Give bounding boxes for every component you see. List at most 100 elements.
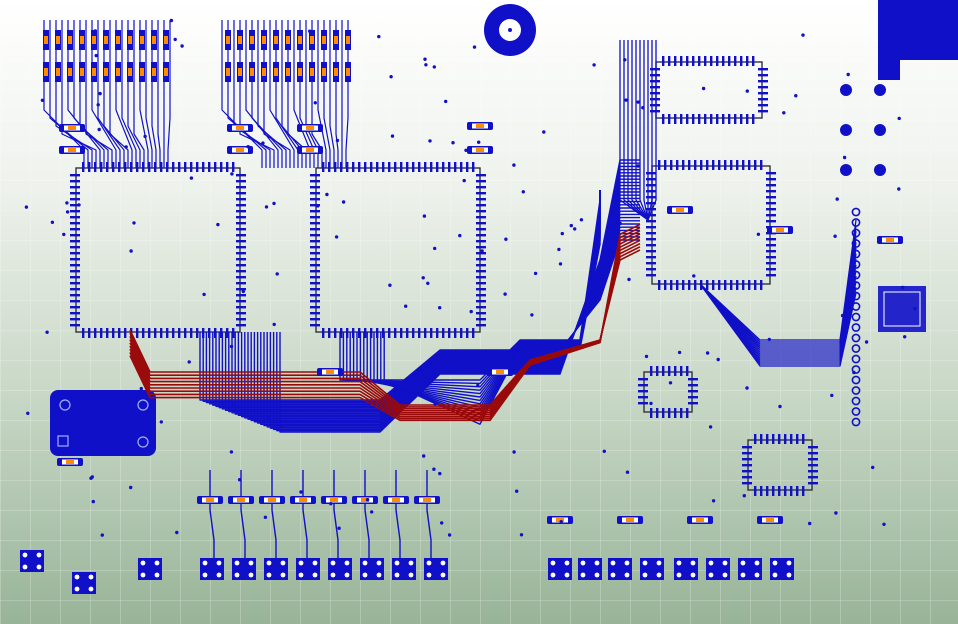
resistor[interactable] (321, 30, 327, 50)
resistor[interactable] (414, 496, 440, 504)
resistor[interactable] (259, 496, 285, 504)
header-pin[interactable] (851, 228, 861, 238)
header-pin[interactable] (851, 407, 861, 416)
header-pin[interactable] (851, 218, 861, 227)
resistor[interactable] (309, 62, 315, 82)
connector-pad[interactable] (360, 558, 384, 580)
resistor[interactable] (103, 30, 109, 50)
resistor[interactable] (151, 30, 157, 50)
resistor[interactable] (79, 62, 85, 82)
resistor[interactable] (321, 496, 347, 504)
connector-pad[interactable] (138, 558, 162, 580)
header-pin[interactable] (851, 333, 861, 343)
resistor[interactable] (297, 146, 323, 154)
mounting-pad[interactable] (840, 84, 852, 96)
resistor[interactable] (285, 62, 291, 82)
connector-pad[interactable] (20, 550, 44, 572)
resistor[interactable] (487, 368, 513, 376)
resistor[interactable] (687, 516, 713, 524)
header-pin[interactable] (851, 249, 861, 259)
resistor[interactable] (225, 30, 231, 50)
resistor[interactable] (163, 30, 169, 50)
dip-switch-block[interactable] (878, 286, 926, 332)
resistor[interactable] (43, 30, 49, 50)
resistor[interactable] (617, 516, 643, 524)
connector-pad[interactable] (424, 558, 448, 580)
resistor[interactable] (273, 62, 279, 82)
ic-u4[interactable] (650, 56, 768, 124)
connector-pad[interactable] (738, 558, 762, 580)
toroid-inductor[interactable] (484, 4, 536, 56)
resistor[interactable] (225, 62, 231, 82)
resistor[interactable] (383, 496, 409, 504)
resistor[interactable] (309, 30, 315, 50)
resistor[interactable] (115, 62, 121, 82)
connector-pad[interactable] (608, 558, 632, 580)
resistor[interactable] (151, 62, 157, 82)
connector-pad[interactable] (674, 558, 698, 580)
header-pin[interactable] (851, 281, 861, 290)
resistor[interactable] (67, 30, 73, 50)
header-pin[interactable] (851, 207, 861, 217)
connector-pad[interactable] (200, 558, 224, 580)
resistor[interactable] (139, 62, 145, 82)
resistor[interactable] (261, 62, 267, 82)
resistor[interactable] (767, 226, 793, 234)
resistor[interactable] (345, 30, 351, 50)
resistor[interactable] (67, 62, 73, 82)
mounting-pad[interactable] (840, 164, 852, 176)
header-pin[interactable] (851, 344, 861, 353)
resistor[interactable] (237, 62, 243, 82)
header-pin[interactable] (851, 260, 861, 269)
connector-pad[interactable] (392, 558, 416, 580)
resistor[interactable] (321, 62, 327, 82)
connector-pad[interactable] (640, 558, 664, 580)
connector-pad[interactable] (578, 558, 602, 580)
resistor[interactable] (667, 206, 693, 214)
ic-u5[interactable] (742, 434, 818, 496)
resistor[interactable] (757, 516, 783, 524)
resistor[interactable] (115, 30, 121, 50)
resistor[interactable] (59, 146, 85, 154)
resistor[interactable] (197, 496, 223, 504)
resistor[interactable] (333, 30, 339, 50)
resistor[interactable] (290, 496, 316, 504)
power-module-pad[interactable] (50, 390, 156, 456)
connector-pad[interactable] (72, 572, 96, 594)
resistor[interactable] (547, 516, 573, 524)
header-pin[interactable] (851, 239, 861, 248)
header-pin[interactable] (851, 291, 861, 301)
resistor[interactable] (877, 236, 903, 244)
header-pin[interactable] (851, 417, 861, 427)
header-pin[interactable] (851, 386, 861, 395)
resistor[interactable] (43, 62, 49, 82)
resistor[interactable] (333, 62, 339, 82)
mounting-pad[interactable] (874, 124, 886, 136)
connector-pad[interactable] (770, 558, 794, 580)
resistor[interactable] (285, 30, 291, 50)
resistor[interactable] (297, 124, 323, 132)
resistor[interactable] (228, 496, 254, 504)
mounting-pad[interactable] (840, 124, 852, 136)
connector-pad[interactable] (328, 558, 352, 580)
resistor[interactable] (273, 30, 279, 50)
resistor[interactable] (237, 30, 243, 50)
resistor[interactable] (59, 124, 85, 132)
resistor[interactable] (249, 30, 255, 50)
resistor[interactable] (297, 30, 303, 50)
header-pin[interactable] (851, 302, 861, 311)
ic-u6[interactable] (638, 366, 698, 418)
resistor[interactable] (317, 368, 343, 376)
resistor[interactable] (352, 496, 378, 504)
resistor[interactable] (57, 458, 83, 466)
connector-pad[interactable] (264, 558, 288, 580)
resistor[interactable] (163, 62, 169, 82)
header-pin[interactable] (851, 323, 861, 332)
resistor[interactable] (79, 30, 85, 50)
resistor[interactable] (227, 146, 253, 154)
header-pin[interactable] (851, 375, 861, 385)
resistor[interactable] (249, 62, 255, 82)
resistor[interactable] (261, 30, 267, 50)
